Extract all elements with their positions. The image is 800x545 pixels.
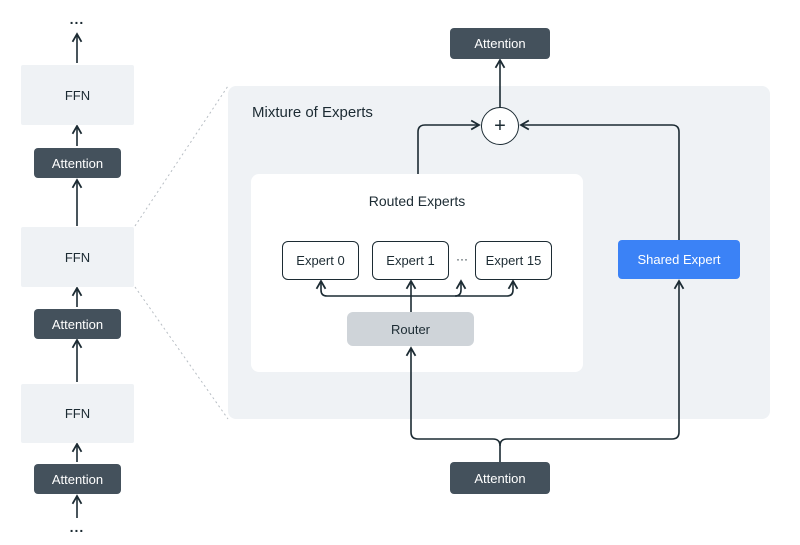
input-attention-block: Attention [450, 462, 550, 494]
stack-top-ellipsis: ... [69, 11, 85, 27]
moe-title: Mixture of Experts [252, 104, 373, 121]
expert-1-box: Expert 1 [372, 241, 449, 280]
input-split-left [405, 346, 501, 462]
routed-to-plus-arrow [417, 119, 481, 174]
zoom-line-top [134, 85, 229, 227]
router-to-expert15 [506, 279, 519, 297]
input-split-right [499, 279, 685, 447]
shared-expert-block: Shared Expert [618, 240, 740, 279]
expert-0-box: Expert 0 [282, 241, 359, 280]
router-block: Router [347, 312, 474, 346]
shared-to-plus-arrow [519, 119, 680, 240]
expert-15-box: Expert 15 [475, 241, 552, 280]
output-attention-block: Attention [450, 28, 550, 59]
ffn-block-bottom: FFN [21, 384, 134, 443]
routed-experts-title: Routed Experts [368, 193, 466, 209]
ffn-block-middle: FFN [21, 227, 134, 287]
attention-block-2: Attention [34, 309, 121, 339]
router-to-ellipsis [454, 279, 467, 297]
expert-ellipsis: ··· [456, 252, 468, 266]
plus-node: + [481, 107, 519, 145]
zoom-line-bottom [134, 286, 229, 420]
router-to-expert0 [315, 279, 328, 297]
stack-bottom-ellipsis: ... [69, 519, 85, 535]
ffn-block-top: FFN [21, 65, 134, 125]
attention-block-1: Attention [34, 148, 121, 178]
attention-block-3: Attention [34, 464, 121, 494]
